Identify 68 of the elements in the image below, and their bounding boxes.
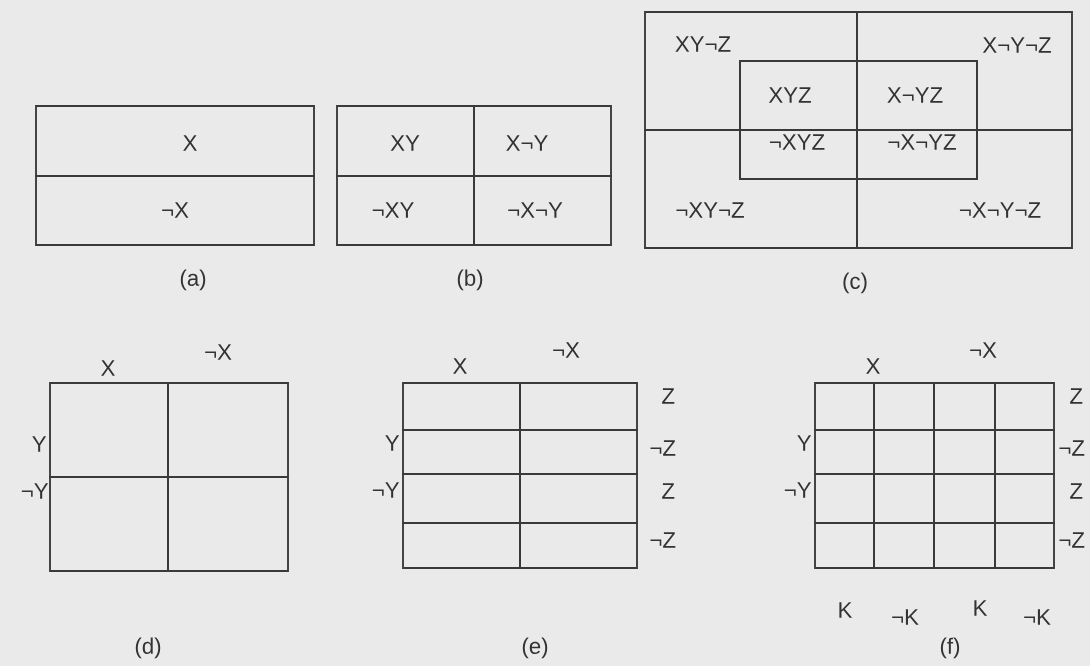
grid-cell: ¬XYZ xyxy=(739,129,858,180)
axis-label: ¬Y xyxy=(21,483,49,499)
grid-cell xyxy=(49,476,169,572)
grid-cell: XYZ xyxy=(739,60,858,131)
grid-cell xyxy=(933,429,996,475)
grid-cell xyxy=(873,429,935,475)
axis-label: X xyxy=(866,358,880,374)
grid-cell xyxy=(873,522,935,569)
grid-cell: ¬X¬Y xyxy=(473,175,612,246)
axis-label: ¬Z xyxy=(1059,440,1085,456)
axis-label: Z xyxy=(662,388,675,404)
grid-cell xyxy=(933,473,996,524)
axis-label: K xyxy=(839,602,853,618)
grid-cell xyxy=(519,473,638,524)
grid-cell: ¬X¬YZ xyxy=(856,129,978,180)
axis-label: ¬X xyxy=(553,342,580,358)
grid-cell xyxy=(933,522,996,569)
axis-label: ¬Z xyxy=(1059,532,1085,548)
grid-cell xyxy=(994,473,1055,524)
panel-caption: (b) xyxy=(457,269,483,291)
grid-cell xyxy=(873,382,935,431)
axis-label: ¬Y xyxy=(784,482,812,498)
grid-cell xyxy=(814,473,875,524)
panel-caption: (c) xyxy=(843,272,867,294)
panel-caption: (a) xyxy=(180,269,206,291)
grid-cell xyxy=(402,473,521,524)
grid-cell xyxy=(933,382,996,431)
grid-cell xyxy=(402,429,521,475)
axis-label: ¬K xyxy=(1024,609,1051,625)
grid-cell xyxy=(873,473,935,524)
axis-label: ¬Z xyxy=(650,440,676,456)
axis-label: ¬Y xyxy=(372,482,400,498)
grid-cell xyxy=(49,382,169,478)
panel-caption: (e) xyxy=(522,637,548,659)
axis-label: ¬X xyxy=(970,342,997,358)
axis-label: ¬X xyxy=(205,344,232,360)
panel-caption: (d) xyxy=(135,637,161,659)
grid-cell: X¬Y xyxy=(473,105,612,177)
grid-cell xyxy=(167,476,289,572)
axis-label: X xyxy=(101,360,115,376)
axis-label: Y xyxy=(385,435,400,451)
grid-cell xyxy=(994,429,1055,475)
axis-label: ¬Z xyxy=(650,532,676,548)
grid-cell: XY xyxy=(336,105,475,177)
grid-cell: X¬YZ xyxy=(856,60,978,131)
grid-cell: X xyxy=(35,105,315,177)
grid-cell xyxy=(519,382,638,431)
grid-cell xyxy=(167,382,289,478)
grid-cell xyxy=(994,382,1055,431)
grid-cell: ¬XY xyxy=(336,175,475,246)
grid-cell: ¬X xyxy=(35,175,315,246)
grid-cell xyxy=(519,522,638,569)
panel-caption: (f) xyxy=(940,637,960,659)
grid-cell xyxy=(814,382,875,431)
axis-label: Y xyxy=(32,436,47,452)
grid-cell xyxy=(402,382,521,431)
grid-cell xyxy=(519,429,638,475)
axis-label: Y xyxy=(797,435,812,451)
grid-cell xyxy=(814,429,875,475)
axis-label: K xyxy=(974,600,988,616)
axis-label: X xyxy=(453,358,467,374)
axis-label: Z xyxy=(1070,388,1083,404)
grid-cell xyxy=(402,522,521,569)
axis-label: Z xyxy=(662,483,675,499)
axis-label: ¬K xyxy=(892,609,919,625)
grid-cell xyxy=(814,522,875,569)
axis-label: Z xyxy=(1070,483,1083,499)
grid-cell xyxy=(994,522,1055,569)
